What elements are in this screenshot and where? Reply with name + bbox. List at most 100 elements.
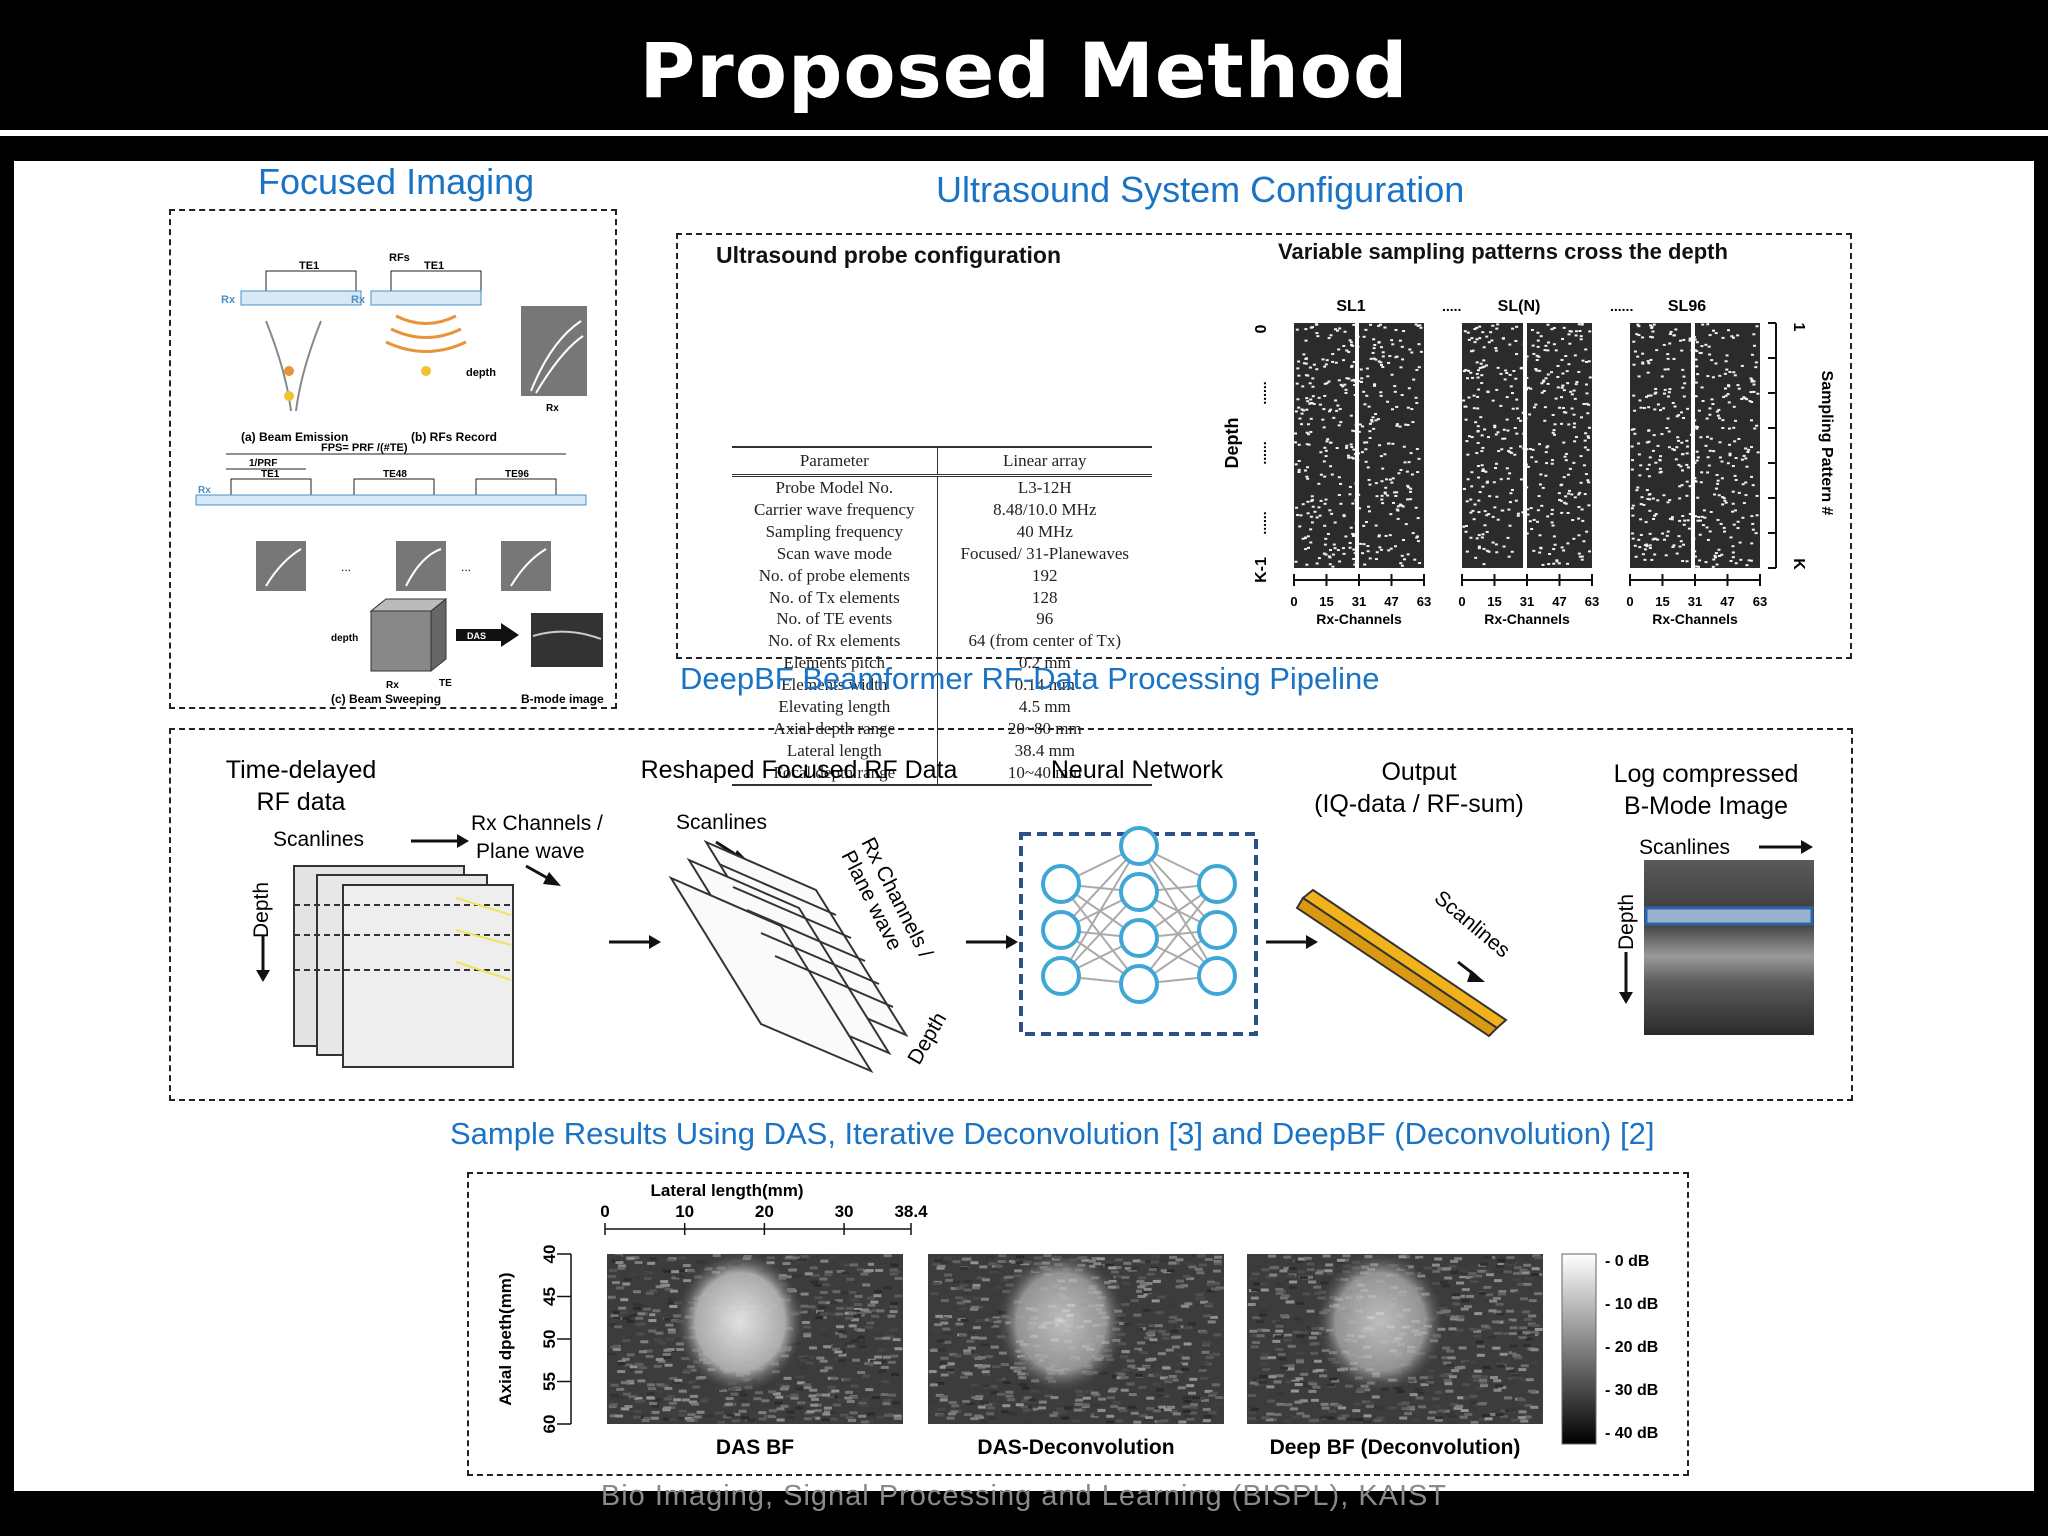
rx-axis-label: Rx [546,403,559,414]
noise-speck [1392,501,1396,504]
transducer-array-a [240,290,362,306]
noise-speck [1671,401,1675,404]
noise-speck [1515,325,1519,328]
speckle [1259,1375,1268,1379]
speckle [667,1297,676,1301]
speckle [677,1256,686,1260]
noise-speck [1736,527,1740,530]
speckle [774,1401,783,1405]
noise-speck [1404,523,1408,526]
speckle [1161,1394,1170,1398]
speckle [827,1255,836,1259]
speckle [1507,1377,1516,1381]
noise-speck [1294,441,1298,444]
speckle [1492,1346,1501,1350]
speckle [716,1400,725,1404]
speckle [617,1370,626,1374]
speckle [1165,1348,1174,1352]
depth-axis-label: Depth [1222,418,1242,469]
noise-speck [1416,517,1420,520]
noise-speck [1414,506,1418,509]
noise-speck [1672,544,1676,547]
noise-speck [1643,558,1647,561]
speckle [1138,1276,1147,1280]
noise-speck [1736,520,1740,523]
speckle [1111,1375,1120,1379]
noise-speck [1384,534,1388,537]
speckle [610,1319,619,1323]
speckle [830,1410,839,1414]
noise-speck [1477,534,1481,537]
speckle [1522,1343,1531,1347]
noise-speck [1563,501,1567,504]
noise-speck [1654,513,1658,516]
noise-speck [1706,323,1710,326]
noise-speck [1379,391,1383,394]
noise-speck [1312,402,1316,405]
noise-speck [1680,484,1684,487]
speckle [684,1416,693,1420]
speckle [1177,1386,1186,1390]
speckle [824,1273,833,1277]
speckle [1174,1318,1183,1322]
noise-speck [1681,514,1685,517]
noise-speck [1359,368,1363,371]
speckle [1308,1419,1317,1423]
title-divider [0,130,2048,136]
speckle [937,1407,946,1411]
noise-speck [1296,398,1300,401]
speckle [832,1290,841,1294]
noise-speck [1462,399,1466,402]
speckle [1284,1403,1293,1407]
noise-speck [1379,394,1383,397]
noise-speck [1552,326,1556,329]
axial-tick-label: 50 [540,1330,559,1349]
noise-speck [1587,403,1591,406]
speckle [1374,1406,1383,1410]
noise-speck [1679,411,1683,414]
noise-speck [1633,432,1637,435]
noise-speck [1367,478,1371,481]
noise-speck [1686,466,1690,469]
noise-speck [1569,390,1573,393]
noise-speck [1688,485,1692,488]
speckle [1110,1376,1119,1380]
noise-speck [1536,339,1540,342]
noise-speck [1561,407,1565,410]
speckle [1142,1365,1151,1369]
noise-speck [1327,337,1331,340]
noise-speck [1376,418,1380,421]
speckle [1120,1355,1129,1359]
speckle [1295,1336,1304,1340]
speckle [1482,1365,1491,1369]
speckle [613,1311,622,1315]
speckle [1213,1333,1222,1337]
speckle [629,1365,638,1369]
speckle [889,1268,898,1272]
noise-speck [1466,331,1470,334]
noise-speck [1416,324,1420,327]
noise-speck [1706,456,1710,459]
speckle [1005,1390,1014,1394]
noise-speck [1364,328,1368,331]
noise-speck [1473,503,1477,506]
speckle [678,1409,687,1413]
noise-speck [1580,508,1584,511]
noise-speck [1557,406,1561,409]
speckle [663,1406,672,1410]
speckle [617,1360,626,1364]
speckle [844,1396,853,1400]
speckle [1440,1310,1449,1314]
noise-speck [1672,357,1676,360]
speckle [854,1303,863,1307]
noise-speck [1675,446,1679,449]
speckle [1453,1406,1462,1410]
speckle [854,1294,863,1298]
noise-speck [1750,446,1754,449]
noise-speck [1688,337,1692,340]
speckle [772,1392,781,1396]
noise-speck [1716,482,1720,485]
noise-speck [1515,353,1519,356]
noise-speck [1297,360,1301,363]
noise-speck [1414,396,1418,399]
